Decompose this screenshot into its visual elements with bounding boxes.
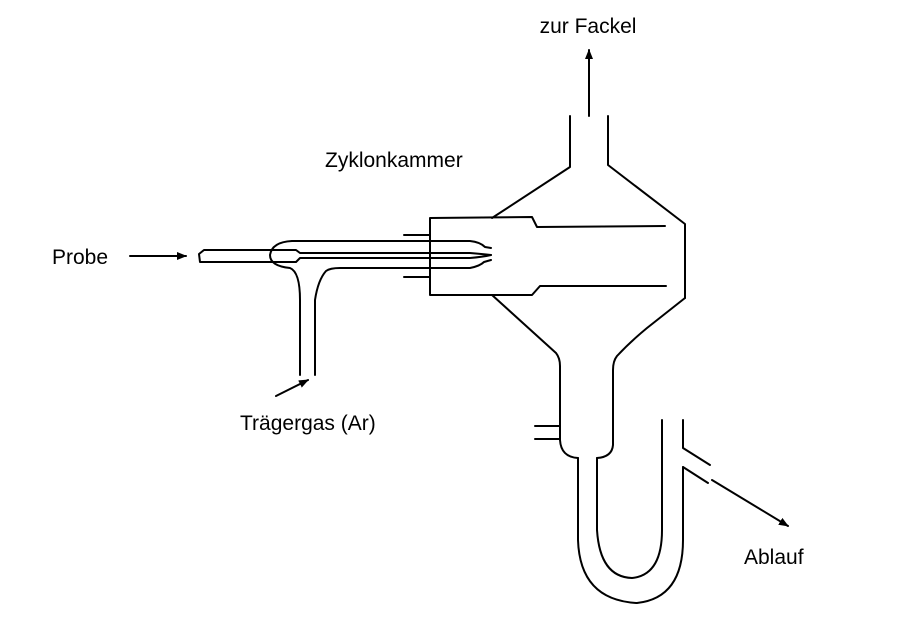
label-top-outlet: zur Fackel xyxy=(540,15,637,38)
nebulizer xyxy=(198,240,492,376)
label-carrier-gas: Trägergas (Ar) xyxy=(240,412,376,435)
label-sample: Probe xyxy=(52,246,108,269)
label-chamber: Zyklonkammer xyxy=(325,149,463,172)
side-port xyxy=(534,425,561,440)
drain-arrow xyxy=(711,479,789,527)
carrier-gas-arrow xyxy=(275,379,309,397)
chamber-body xyxy=(491,294,686,459)
top-outlet-tube xyxy=(491,115,686,299)
label-drain: Ablauf xyxy=(744,546,804,569)
chamber-insert xyxy=(403,216,667,296)
u-tube-drain xyxy=(577,419,711,604)
